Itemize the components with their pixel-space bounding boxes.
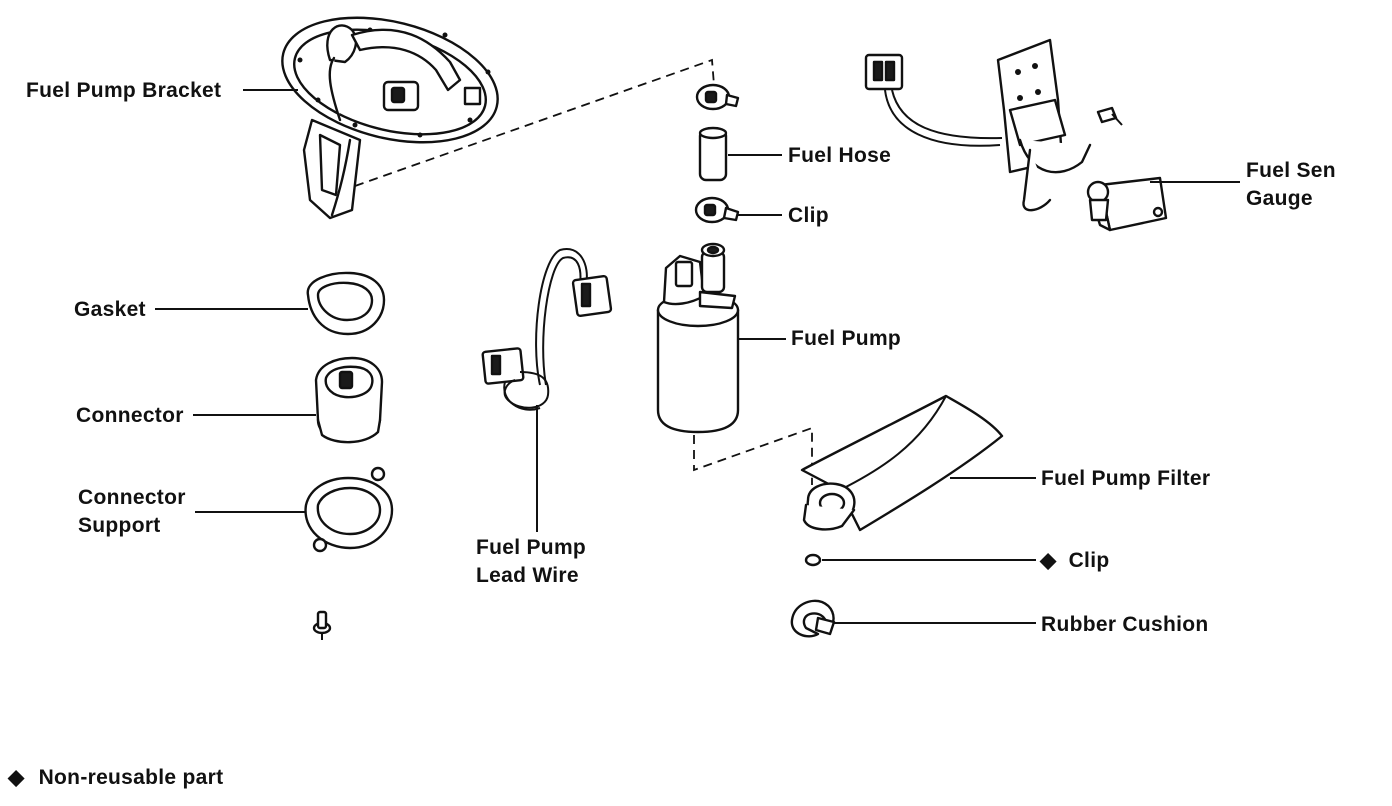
assembly-dashed-line-bottom <box>693 426 813 485</box>
label-fuel-pump-lead-wire-line2: Lead Wire <box>476 564 579 587</box>
connector-support-drawing <box>304 466 394 553</box>
label-clip-bottom-text: Clip <box>1068 549 1110 572</box>
fuel-pump-lead-wire-drawing <box>481 247 613 411</box>
upper-hose-clip-drawing <box>695 83 740 111</box>
label-clip-top: Clip <box>788 204 829 227</box>
label-gasket: Gasket <box>74 298 146 321</box>
non-reusable-diamond-icon: ◆ <box>1040 549 1057 572</box>
label-fuel-hose: Fuel Hose <box>788 144 892 167</box>
label-connector-support-line1: Connector <box>78 486 186 509</box>
label-fuel-sender-gauge-line1: Fuel Sen <box>1246 159 1336 182</box>
fuel-sender-gauge-drawing <box>864 38 1168 232</box>
legend-diamond-icon: ◆ <box>8 766 25 789</box>
label-fuel-pump-bracket: Fuel Pump Bracket <box>26 79 222 102</box>
label-clip-bottom: ◆ Clip <box>1040 547 1109 574</box>
legend-text: Non-reusable part <box>38 766 224 789</box>
fuel-pump-drawing <box>656 242 740 434</box>
fuel-hose-drawing <box>698 126 728 182</box>
lower-hose-clip-drawing <box>694 196 740 224</box>
rubber-cushion-drawing <box>790 599 836 638</box>
legend: ◆ Non-reusable part <box>8 764 223 791</box>
label-rubber-cushion: Rubber Cushion <box>1041 613 1209 636</box>
label-fuel-pump: Fuel Pump <box>791 327 902 350</box>
screw-drawing <box>312 610 332 640</box>
fuel-pump-bracket-drawing <box>281 16 499 220</box>
label-fuel-pump-lead-wire-line1: Fuel Pump <box>476 536 587 559</box>
label-connector-support-line2: Support <box>78 514 161 537</box>
assembly-dashed-line-top <box>354 58 715 187</box>
gasket-drawing <box>306 271 386 336</box>
fuel-pump-filter-drawing <box>800 394 1004 532</box>
label-connector: Connector <box>76 404 184 427</box>
filter-clip-drawing <box>804 553 822 567</box>
label-fuel-sender-gauge-line2: Gauge <box>1246 187 1313 210</box>
label-fuel-pump-filter: Fuel Pump Filter <box>1041 467 1211 490</box>
connector-drawing <box>314 356 384 444</box>
